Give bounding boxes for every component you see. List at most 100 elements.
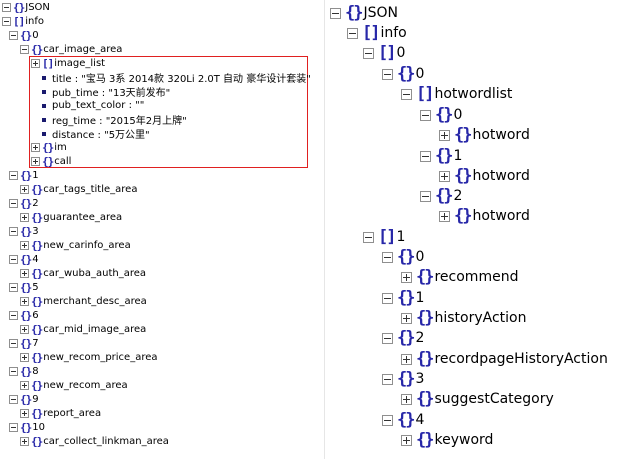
collapse-toggle-icon[interactable] <box>363 231 374 243</box>
tree-node-9[interactable]: {}9 <box>9 393 39 406</box>
tree-node-hotword-1[interactable]: {}1 <box>420 146 462 166</box>
tree-leaf-title[interactable]: title : "宝马 3系 2014款 320Li 2.0T 自动 豪华设计套… <box>40 71 311 85</box>
collapse-toggle-icon[interactable] <box>420 150 431 162</box>
tree-leaf-pub-text-color[interactable]: pub_text_color : "" <box>40 99 144 112</box>
tree-node-car-mid-image-area[interactable]: {}car_mid_image_area <box>20 323 146 336</box>
tree-node-guarantee-area[interactable]: {}guarantee_area <box>20 211 122 224</box>
collapse-toggle-icon[interactable] <box>420 190 431 202</box>
tree-node-info[interactable]: []info <box>347 23 407 43</box>
collapse-toggle-icon[interactable] <box>9 171 18 180</box>
collapse-toggle-icon[interactable] <box>330 7 341 19</box>
expand-toggle-icon[interactable] <box>20 325 29 334</box>
collapse-toggle-icon[interactable] <box>382 292 393 304</box>
collapse-toggle-icon[interactable] <box>9 395 18 404</box>
tree-node-hotword-0[interactable]: {}0 <box>420 105 462 125</box>
tree-node-image-list[interactable]: []image_list <box>31 57 105 70</box>
collapse-toggle-icon[interactable] <box>9 311 18 320</box>
collapse-toggle-icon[interactable] <box>382 414 393 426</box>
tree-node-car-collect-linkman-area[interactable]: {}car_collect_linkman_area <box>20 435 169 448</box>
tree-node-0-0[interactable]: {}0 <box>382 64 424 84</box>
tree-leaf-reg-time[interactable]: reg_time : "2015年2月上牌" <box>40 113 187 127</box>
tree-node-4[interactable]: {}4 <box>9 253 39 266</box>
expand-toggle-icon[interactable] <box>439 129 450 141</box>
collapse-toggle-icon[interactable] <box>2 3 11 12</box>
collapse-toggle-icon[interactable] <box>9 339 18 348</box>
collapse-toggle-icon[interactable] <box>9 31 18 40</box>
tree-node-0[interactable]: []0 <box>363 43 405 63</box>
collapse-toggle-icon[interactable] <box>420 109 431 121</box>
collapse-toggle-icon[interactable] <box>363 47 374 59</box>
tree-node-call[interactable]: {}call <box>31 155 71 168</box>
expand-toggle-icon[interactable] <box>439 210 450 222</box>
tree-node-car-wuba-auth-area[interactable]: {}car_wuba_auth_area <box>20 267 146 280</box>
tree-node-recordpage-history-action[interactable]: {}recordpageHistoryAction <box>401 349 608 369</box>
tree-node-1-4[interactable]: {}4 <box>382 410 424 430</box>
tree-node-hotword[interactable]: {}hotword <box>439 166 530 186</box>
tree-node-0[interactable]: {}0 <box>9 29 39 42</box>
collapse-toggle-icon[interactable] <box>20 45 29 54</box>
tree-node-info[interactable]: []info <box>2 15 44 28</box>
expand-toggle-icon[interactable] <box>20 185 29 194</box>
expand-toggle-icon[interactable] <box>20 381 29 390</box>
tree-node-car-tags-title-area[interactable]: {}car_tags_title_area <box>20 183 137 196</box>
collapse-toggle-icon[interactable] <box>9 283 18 292</box>
expand-toggle-icon[interactable] <box>31 59 40 68</box>
tree-node-1-3[interactable]: {}3 <box>382 369 424 389</box>
tree-node-hotword-2[interactable]: {}2 <box>420 186 462 206</box>
tree-node-8[interactable]: {}8 <box>9 365 39 378</box>
tree-node-1[interactable]: {}1 <box>9 169 39 182</box>
tree-node-1-2[interactable]: {}2 <box>382 328 424 348</box>
expand-toggle-icon[interactable] <box>401 353 412 365</box>
collapse-toggle-icon[interactable] <box>382 68 393 80</box>
expand-toggle-icon[interactable] <box>401 393 412 405</box>
tree-node-recommend[interactable]: {}recommend <box>401 267 518 287</box>
tree-node-1-1[interactable]: {}1 <box>382 288 424 308</box>
tree-node-7[interactable]: {}7 <box>9 337 39 350</box>
tree-node-report-area[interactable]: {}report_area <box>20 407 101 420</box>
tree-node-5[interactable]: {}5 <box>9 281 39 294</box>
expand-toggle-icon[interactable] <box>31 143 40 152</box>
tree-node-6[interactable]: {}6 <box>9 309 39 322</box>
collapse-toggle-icon[interactable] <box>9 255 18 264</box>
tree-node-car-image-area[interactable]: {}car_image_area <box>20 43 122 56</box>
expand-toggle-icon[interactable] <box>20 437 29 446</box>
expand-toggle-icon[interactable] <box>439 170 450 182</box>
expand-toggle-icon[interactable] <box>401 312 412 324</box>
tree-node-hotword[interactable]: {}hotword <box>439 125 530 145</box>
tree-node-1-0[interactable]: {}0 <box>382 247 424 267</box>
expand-toggle-icon[interactable] <box>20 353 29 362</box>
tree-node-3[interactable]: {}3 <box>9 225 39 238</box>
collapse-toggle-icon[interactable] <box>347 27 358 39</box>
tree-node-json[interactable]: {}JSON <box>2 1 50 14</box>
collapse-toggle-icon[interactable] <box>382 251 393 263</box>
collapse-toggle-icon[interactable] <box>382 332 393 344</box>
collapse-toggle-icon[interactable] <box>9 367 18 376</box>
collapse-toggle-icon[interactable] <box>9 199 18 208</box>
tree-node-im[interactable]: {}im <box>31 141 67 154</box>
tree-node-1[interactable]: []1 <box>363 227 405 247</box>
collapse-toggle-icon[interactable] <box>2 17 11 26</box>
expand-toggle-icon[interactable] <box>20 269 29 278</box>
tree-node-hotword[interactable]: {}hotword <box>439 206 530 226</box>
tree-leaf-pub-time[interactable]: pub_time : "13天前发布" <box>40 85 170 99</box>
tree-node-new-recom-area[interactable]: {}new_recom_area <box>20 379 128 392</box>
expand-toggle-icon[interactable] <box>20 409 29 418</box>
tree-node-keyword[interactable]: {}keyword <box>401 430 493 450</box>
expand-toggle-icon[interactable] <box>31 157 40 166</box>
tree-leaf-distance[interactable]: distance : "5万公里" <box>40 127 150 141</box>
tree-node-new-carinfo-area[interactable]: {}new_carinfo_area <box>20 239 131 252</box>
expand-toggle-icon[interactable] <box>20 213 29 222</box>
collapse-toggle-icon[interactable] <box>9 227 18 236</box>
tree-node-10[interactable]: {}10 <box>9 421 45 434</box>
collapse-toggle-icon[interactable] <box>401 88 412 100</box>
expand-toggle-icon[interactable] <box>401 271 412 283</box>
tree-node-2[interactable]: {}2 <box>9 197 39 210</box>
collapse-toggle-icon[interactable] <box>9 423 18 432</box>
tree-node-new-recom-price-area[interactable]: {}new_recom_price_area <box>20 351 158 364</box>
expand-toggle-icon[interactable] <box>20 297 29 306</box>
expand-toggle-icon[interactable] <box>401 434 412 446</box>
tree-node-merchant-desc-area[interactable]: {}merchant_desc_area <box>20 295 147 308</box>
tree-node-hotwordlist[interactable]: []hotwordlist <box>401 84 512 104</box>
tree-node-json[interactable]: {}JSON <box>330 3 398 23</box>
tree-node-suggest-category[interactable]: {}suggestCategory <box>401 389 554 409</box>
